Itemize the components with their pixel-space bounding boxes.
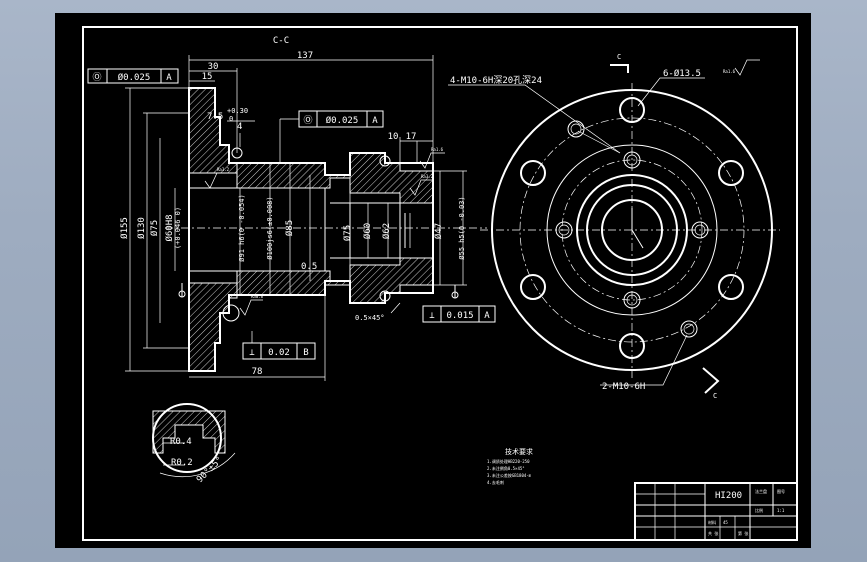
svg-text:0.02: 0.02 bbox=[268, 348, 290, 358]
dim-len10: 10 bbox=[388, 132, 399, 142]
dim-d91: Ø91 h6(0 -0.054) bbox=[238, 194, 246, 261]
dim-groove-width: 4 bbox=[237, 122, 242, 132]
inner-border bbox=[82, 26, 798, 541]
dim-d100: Ø100js6(±0.008) bbox=[266, 196, 274, 259]
svg-text:B: B bbox=[303, 348, 308, 358]
section-mark-bottom: C bbox=[713, 392, 717, 400]
detail-view: R0.4 R0.2 90°±5° bbox=[152, 403, 236, 485]
title-cell-scale: 比例 bbox=[755, 507, 763, 513]
dim-total-length: 137 bbox=[297, 51, 313, 61]
dim-groove-tol: +0.30 bbox=[227, 107, 248, 115]
notes-heading: 技术要求 bbox=[505, 447, 533, 456]
dim-groove-tol-zero: 0 bbox=[229, 115, 233, 123]
hub-outer bbox=[576, 174, 688, 286]
side-holes bbox=[567, 120, 698, 338]
section-view: Ø155 Ø130 Ø75 Ø60H8 (+0.046 0) Ø91 h6(0 … bbox=[87, 36, 760, 381]
title-block: HI200 法兰盘 图号 比例 1:1 材料 45 共 张 第 张 bbox=[634, 482, 798, 541]
dim-len78: 78 bbox=[252, 367, 263, 377]
svg-text:A: A bbox=[372, 116, 378, 126]
title-cell-mat-val: 45 bbox=[723, 520, 728, 525]
title-cell-sheet: 第 张 bbox=[738, 530, 748, 536]
dim-d55: Ø55 h5(0 -0.03) bbox=[458, 196, 466, 259]
dim-d60b: Ø60 bbox=[362, 223, 373, 239]
body-top bbox=[236, 152, 434, 204]
svg-text:Ø0.025: Ø0.025 bbox=[118, 72, 151, 83]
dim-d75b: Ø75 bbox=[342, 225, 353, 241]
tol-frame-3: ⊥ 0.015 A bbox=[422, 305, 496, 323]
notes-line-4: 4.去毛刺 bbox=[487, 479, 504, 485]
dim-d85: Ø85 bbox=[284, 220, 295, 236]
section-mark-top: C bbox=[617, 53, 621, 61]
svg-text:Ⓞ: Ⓞ bbox=[303, 115, 312, 126]
large-holes bbox=[520, 97, 744, 359]
dim-d75: Ø75 bbox=[149, 220, 160, 236]
dim-flange-width: 30 bbox=[208, 62, 219, 72]
flange-outer bbox=[491, 89, 773, 371]
title-cell-sheets: 共 张 bbox=[708, 530, 718, 536]
svg-text:0.015: 0.015 bbox=[446, 311, 473, 321]
threaded-holes bbox=[555, 151, 709, 309]
detail-r1: R0.4 bbox=[170, 437, 192, 447]
section-marker-top bbox=[610, 64, 629, 73]
hole-note-3: 2-M10-6H bbox=[602, 382, 645, 392]
dim-slot: 0.5 bbox=[301, 262, 317, 272]
dim-chamfer: 0.5×45° bbox=[355, 314, 385, 322]
title-cell-name: 法兰盘 bbox=[755, 488, 767, 494]
part-name: HI200 bbox=[715, 491, 742, 501]
notes-line-2: 2.未注倒角0.5×45° bbox=[487, 465, 525, 471]
roughness-5: Ra1.6 bbox=[723, 69, 736, 74]
roughness-4: Ra3.2 bbox=[421, 174, 434, 179]
vertical-dims bbox=[125, 87, 467, 372]
section-outline bbox=[188, 87, 434, 372]
dim-flange-step: 15 bbox=[202, 72, 213, 82]
svg-text:⊥: ⊥ bbox=[249, 348, 255, 358]
svg-text:Ⓞ: Ⓞ bbox=[92, 72, 101, 83]
horizontal-dims bbox=[188, 55, 434, 381]
svg-text:A: A bbox=[166, 73, 172, 83]
flange-step bbox=[546, 144, 718, 316]
detail-r2: R0.2 bbox=[171, 458, 193, 468]
bolt-circle-outer bbox=[519, 117, 745, 343]
hub-rim bbox=[586, 184, 678, 276]
cad-drawing: Ø155 Ø130 Ø75 Ø60H8 (+0.046 0) Ø91 h6(0 … bbox=[82, 26, 798, 541]
tol-frame-2: Ⓞ Ø0.025 A bbox=[279, 110, 384, 163]
dim-d47: Ø47 bbox=[433, 223, 444, 239]
svg-text:⊥: ⊥ bbox=[429, 311, 435, 321]
notes-line-3: 3.未注公差按GB1804-m bbox=[487, 472, 532, 478]
roughness-3: Ra0.8 bbox=[251, 294, 264, 299]
dim-d62: Ø62 bbox=[381, 223, 392, 239]
dim-d60: Ø60H8 bbox=[164, 214, 175, 241]
roughness-2: Ra1.6 bbox=[431, 147, 444, 152]
tol-frame-4: ⊥ 0.02 B bbox=[242, 331, 316, 360]
dim-groove-depth: 7.5 bbox=[207, 112, 223, 122]
hole-note-2: 6-Ø13.5 bbox=[663, 68, 701, 79]
section-marker-bottom bbox=[702, 367, 720, 394]
roughness-marks bbox=[204, 59, 760, 316]
svg-text:Ø0.025: Ø0.025 bbox=[326, 115, 359, 126]
roughness-1: Ra3.2 bbox=[217, 167, 230, 172]
dim-d155: Ø155 bbox=[119, 217, 130, 239]
datum-a bbox=[178, 283, 186, 298]
datum-b bbox=[451, 285, 459, 299]
bolt-circle-inner bbox=[561, 159, 703, 301]
detail-circle bbox=[152, 403, 222, 473]
tech-notes: 技术要求 1.调质处理HB220-250 2.未注倒角0.5×45° 3.未注公… bbox=[487, 447, 533, 485]
dim-d60-tol: (+0.046 0) bbox=[174, 207, 182, 249]
svg-text:A: A bbox=[484, 311, 490, 321]
drawing-sheet: Ø155 Ø130 Ø75 Ø60H8 (+0.046 0) Ø91 h6(0 … bbox=[55, 13, 811, 548]
notes-line-1: 1.调质处理HB220-250 bbox=[487, 458, 530, 464]
hole-note-1: 4-M10-6H深20孔深24 bbox=[450, 75, 542, 86]
front-view: 4-M10-6H深20孔深24 6-Ø13.5 2-M10-6H C C bbox=[448, 53, 780, 400]
section-label: C-C bbox=[273, 36, 289, 46]
tol-frame-1: Ⓞ Ø0.025 A bbox=[87, 68, 179, 84]
title-cell-mat: 材料 bbox=[708, 519, 716, 525]
bore bbox=[601, 199, 663, 261]
title-cell-drawno: 图号 bbox=[777, 488, 785, 494]
dim-len17: 17 bbox=[406, 132, 417, 142]
title-cell-scale-val: 1:1 bbox=[777, 508, 785, 513]
dim-d130: Ø130 bbox=[136, 217, 147, 239]
